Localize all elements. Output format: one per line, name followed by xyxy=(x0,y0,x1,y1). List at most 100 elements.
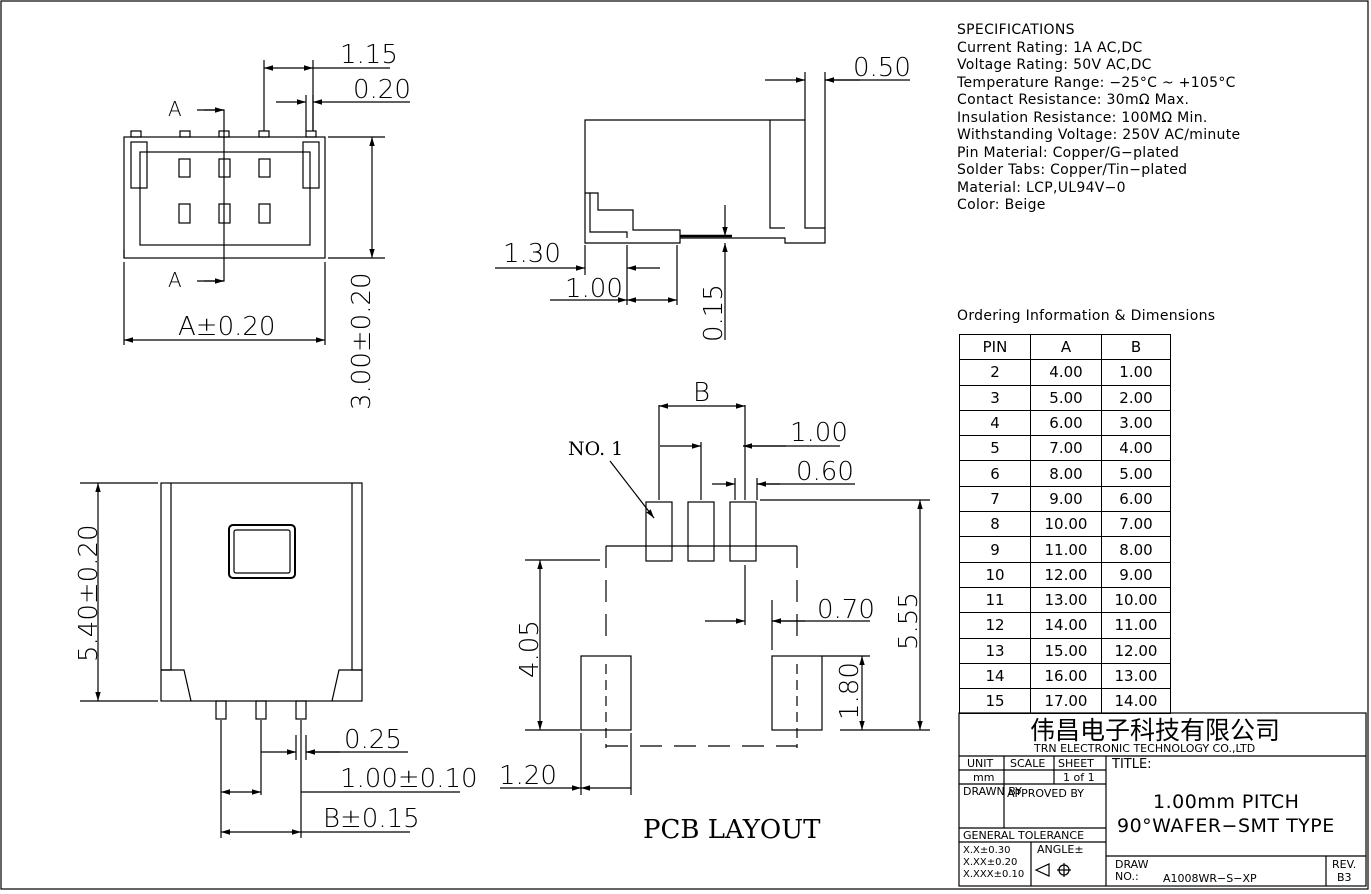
scale-label: SCALE xyxy=(1010,757,1046,770)
top-view xyxy=(80,482,460,838)
spec-line: Material: LCP,UL94V−0 xyxy=(957,179,1126,196)
cell-a: 16.00 xyxy=(1030,662,1102,690)
pcb-layout xyxy=(500,403,930,795)
dim-top-pitch: 1.00±0.10 xyxy=(340,764,478,794)
dim-side-1-00: 1.00 xyxy=(565,274,623,304)
spec-line: Pin Material: Copper/G−plated xyxy=(957,144,1180,161)
cell-b: 8.00 xyxy=(1101,536,1171,563)
cell-a: 5.00 xyxy=(1030,384,1102,411)
cell-pin: 2 xyxy=(959,359,1031,386)
sheet-value: 1 of 1 xyxy=(1063,771,1095,784)
title-block-frame xyxy=(958,712,1367,887)
cell-pin: 6 xyxy=(959,460,1031,487)
cell-a: 15.00 xyxy=(1030,637,1102,664)
cell-b: 13.00 xyxy=(1101,662,1171,690)
side-view xyxy=(495,72,910,340)
dim-front-width: A±0.20 xyxy=(178,312,275,342)
title-label: TITLE: xyxy=(1112,757,1152,772)
cell-b: 5.00 xyxy=(1101,460,1171,487)
cell-pin: 15 xyxy=(959,688,1031,715)
dim-pcb-b: B xyxy=(693,378,710,408)
tolerance-2: X.XX±0.20 xyxy=(963,857,1018,868)
col-header-pin: PIN xyxy=(959,333,1031,361)
company-name-en: TRN ELECTRONIC TECHNOLOGY CO.,LTD xyxy=(1034,742,1256,755)
dim-side-0-15: 0.15 xyxy=(699,284,729,342)
cell-a: 7.00 xyxy=(1030,435,1102,462)
cell-pin: 8 xyxy=(959,511,1031,538)
cell-b: 7.00 xyxy=(1101,511,1171,538)
dim-pcb-4-05: 4.05 xyxy=(515,620,545,678)
front-view xyxy=(123,60,410,345)
dim-pcb-1-20: 1.20 xyxy=(499,761,557,791)
spec-line: Current Rating: 1A AC,DC xyxy=(957,39,1143,56)
spec-line: Solder Tabs: Copper/Tin−plated xyxy=(957,162,1188,178)
cell-pin: 10 xyxy=(959,561,1031,588)
spec-title: SPECIFICATIONS xyxy=(957,22,1075,38)
cell-pin: 4 xyxy=(959,409,1031,437)
rev-label: REV. xyxy=(1332,858,1357,871)
spec-line: Voltage Rating: 50V AC,DC xyxy=(957,57,1152,73)
cell-b: 2.00 xyxy=(1101,384,1171,411)
company-name-cn: 伟昌电子科技有限公司 xyxy=(1030,716,1281,745)
general-tolerance-label: GENERAL TOLERANCE xyxy=(963,829,1085,842)
dim-front-0-20: 0.20 xyxy=(353,75,411,105)
cell-pin: 11 xyxy=(959,586,1031,614)
cell-pin: 14 xyxy=(959,662,1031,690)
cell-b: 1.00 xyxy=(1101,359,1171,386)
dim-pcb-0-70: 0.70 xyxy=(817,595,875,625)
tolerance-1: X.X±0.30 xyxy=(963,845,1011,856)
spec-line: Withstanding Voltage: 250V AC/minute xyxy=(957,127,1241,143)
draw-no-value: A1008WR−S−XP xyxy=(1163,872,1257,885)
spec-line: Contact Resistance: 30mΩ Max. xyxy=(957,92,1190,108)
spec-line: Insulation Resistance: 100MΩ Min. xyxy=(957,109,1208,126)
approved-by-label: APPROVED BY xyxy=(1007,787,1085,800)
rev-value: B3 xyxy=(1337,871,1352,884)
cell-b: 14.00 xyxy=(1101,688,1171,715)
dim-pcb-0-60: 0.60 xyxy=(796,457,854,487)
section-mark-bottom: A xyxy=(168,268,182,292)
cell-b: 6.00 xyxy=(1101,485,1171,513)
cell-b: 11.00 xyxy=(1101,612,1171,639)
cell-a: 11.00 xyxy=(1030,536,1102,563)
cell-pin: 12 xyxy=(959,612,1031,639)
dim-side-1-30: 1.30 xyxy=(503,239,561,269)
cell-b: 9.00 xyxy=(1101,561,1171,588)
cell-a: 14.00 xyxy=(1030,612,1102,639)
cell-pin: 5 xyxy=(959,435,1031,462)
dim-pcb-5-55: 5.55 xyxy=(894,592,924,650)
cell-a: 8.00 xyxy=(1030,460,1102,487)
dim-top-b: B±0.15 xyxy=(323,804,420,834)
angle-label: ANGLE± xyxy=(1037,843,1084,856)
cell-a: 6.00 xyxy=(1030,409,1102,437)
cell-pin: 9 xyxy=(959,536,1031,563)
dim-front-height: 3.00±0.20 xyxy=(347,272,377,410)
dim-front-1-15: 1.15 xyxy=(340,40,398,70)
sheet-label: SHEET xyxy=(1058,757,1094,770)
cell-b: 12.00 xyxy=(1101,637,1171,664)
pcb-layout-label: PCB LAYOUT xyxy=(643,815,821,845)
drawing-title-line2: 90°WAFER−SMT TYPE xyxy=(1117,815,1335,837)
cell-a: 10.00 xyxy=(1030,511,1102,538)
cell-pin: 3 xyxy=(959,384,1031,411)
draw-no-label: DRAW NO.: xyxy=(1115,858,1149,883)
cell-a: 9.00 xyxy=(1030,485,1102,513)
col-header-b: B xyxy=(1101,333,1171,361)
col-header-a: A xyxy=(1030,333,1102,361)
dim-pcb-1-80: 1.80 xyxy=(835,662,865,720)
ordering-title: Ordering Information & Dimensions xyxy=(957,308,1216,324)
spec-line: Color: Beige xyxy=(957,197,1046,213)
